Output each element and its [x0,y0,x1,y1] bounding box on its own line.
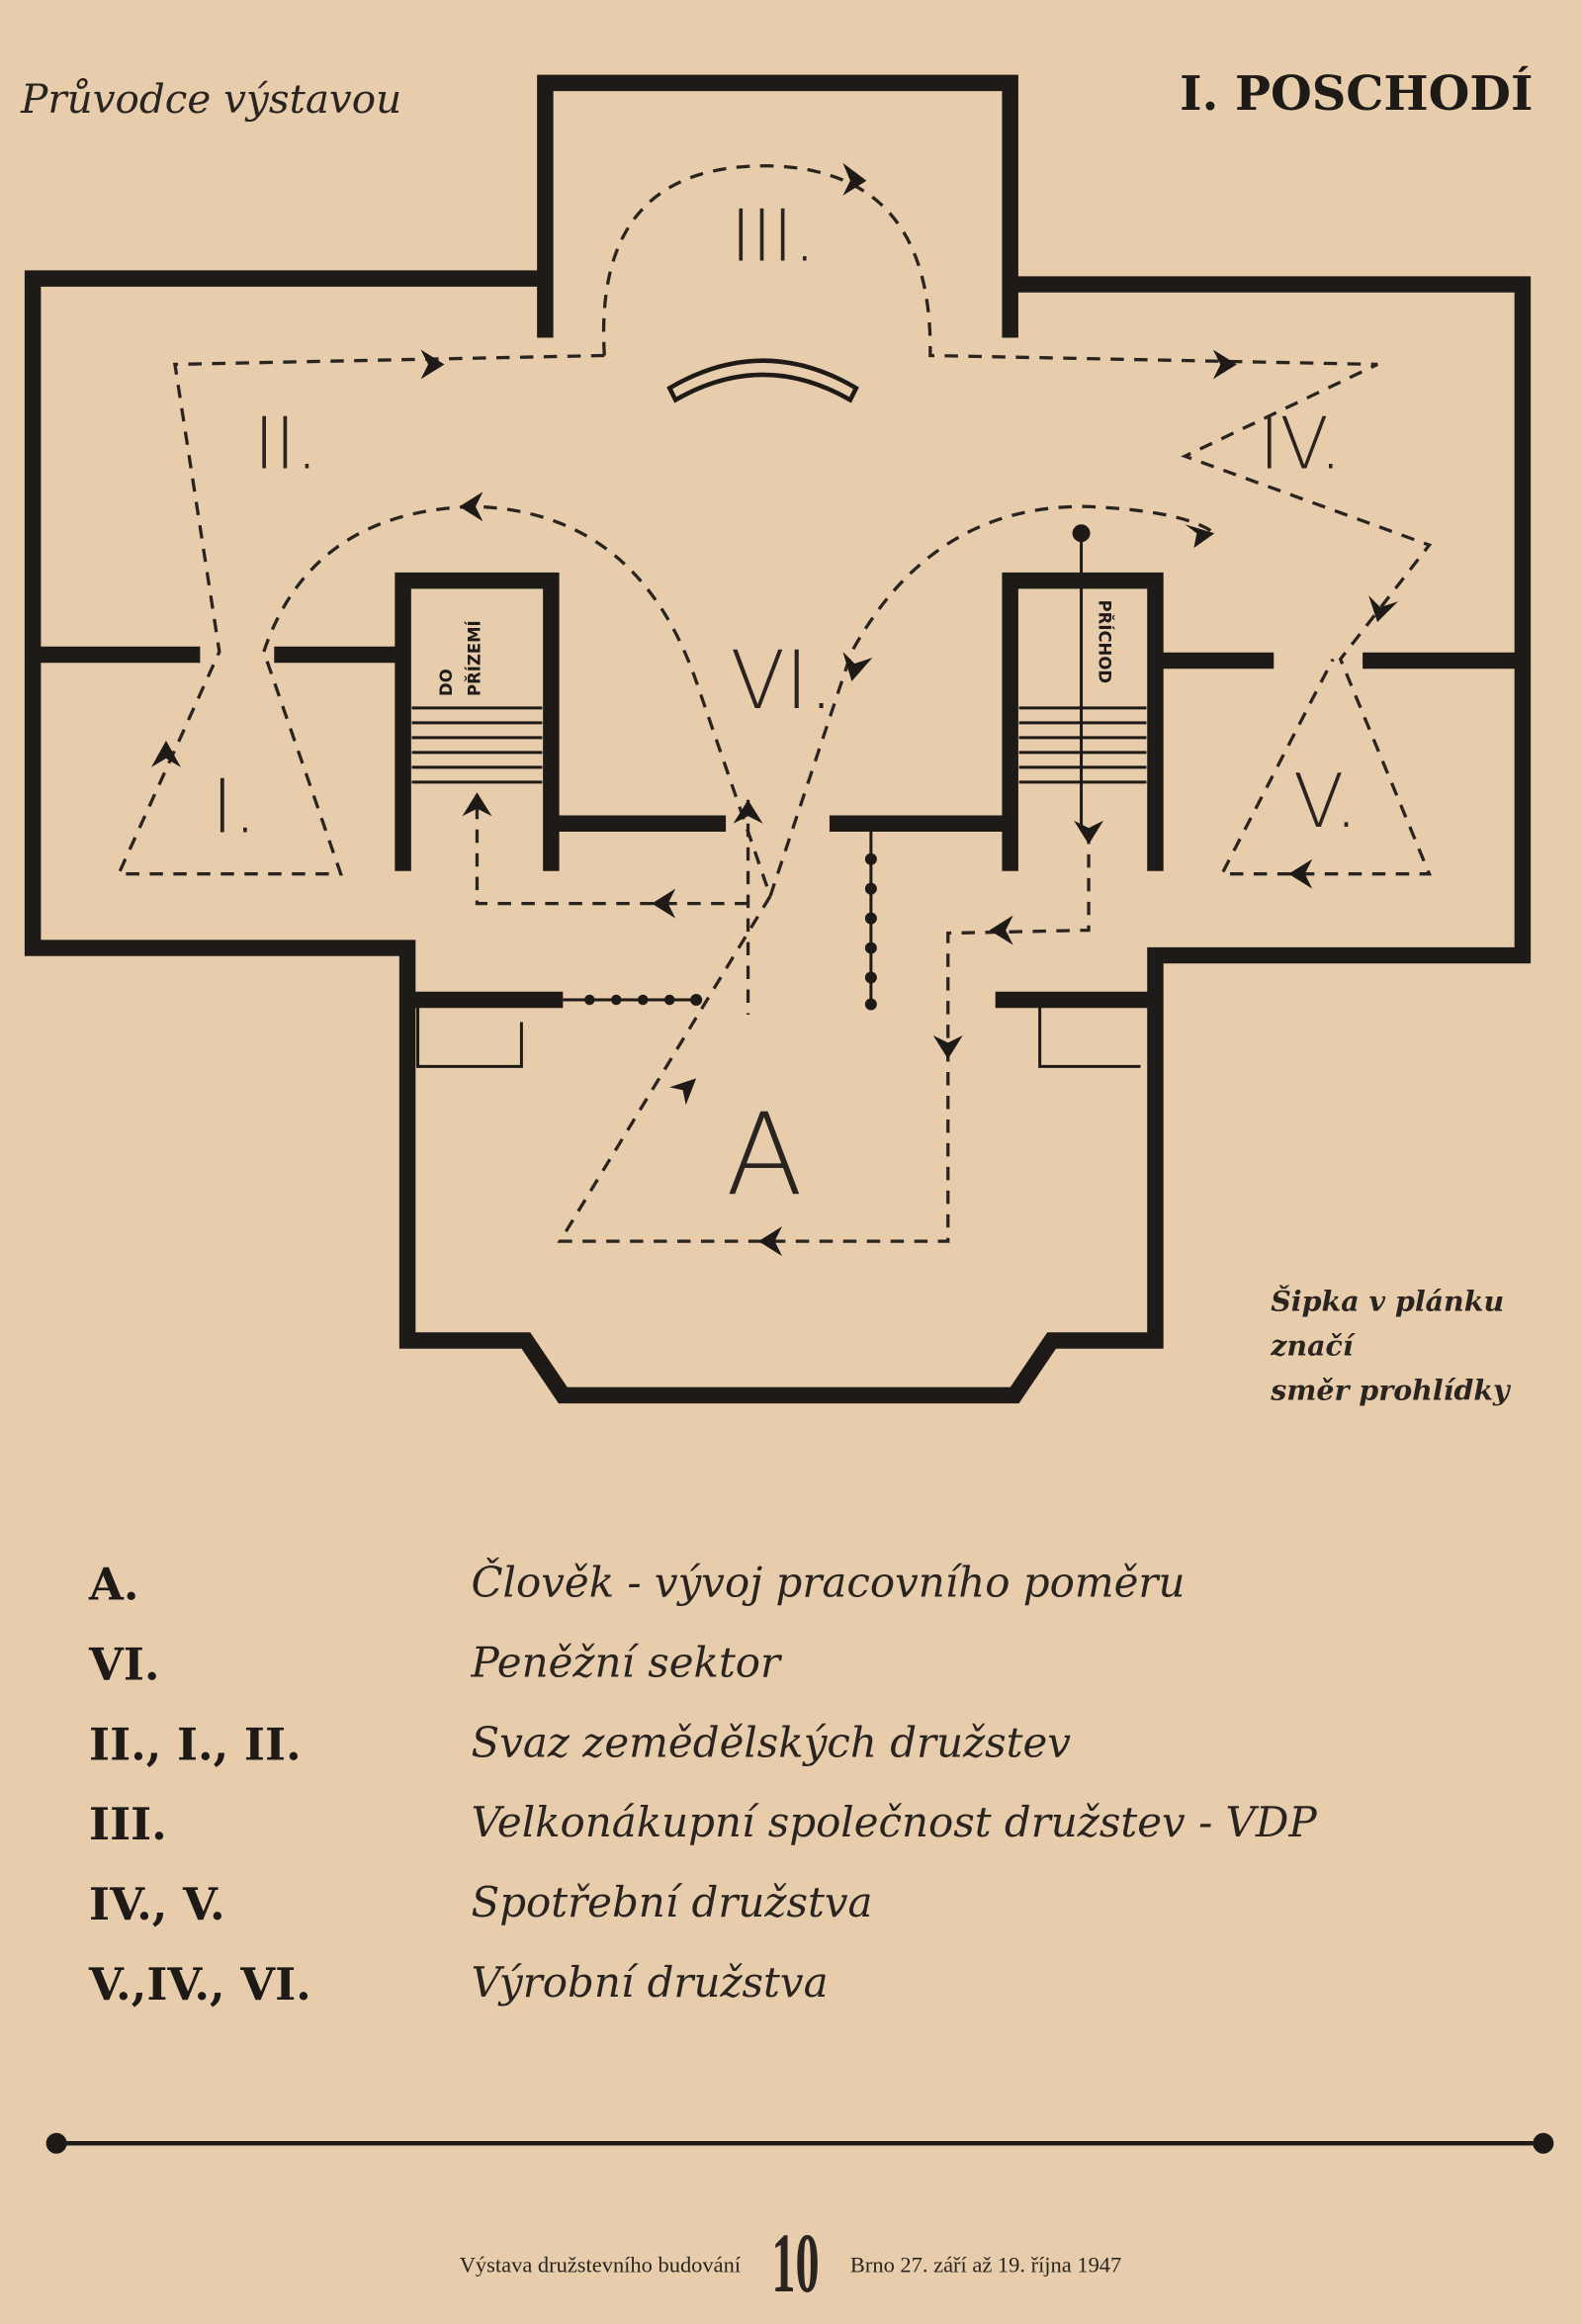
legend-description: Svaz zemědělských družstev [471,1718,1071,1766]
floor-title: I. POSCHODÍ [1180,65,1533,122]
legend-description: Spotřební družstva [471,1878,872,1926]
counter-left [416,1007,523,1068]
floor-plan: DO PŘÍZEMÍ PŘÍCHOD [24,74,1532,1404]
outer-walls [24,74,1532,1404]
room-label-iv: IV. [1259,402,1342,485]
tour-route [116,164,1433,1243]
legend-description: Člověk - vývoj pracovního poměru [471,1559,1185,1607]
legend-code: IV., V. [89,1878,225,1930]
footer-left: Výstava družstevního budování [460,2253,741,2278]
page-number: 10 [771,2217,819,2311]
room-label-a: A [726,1089,803,1220]
legend-code: V.,IV., VI. [88,1958,311,2011]
legend-code: A. [88,1559,139,1611]
legend-description: Peněžní sektor [470,1638,783,1686]
stair-label-entrance: PŘÍCHOD [1096,600,1114,683]
room-label-iii: III. [731,195,816,278]
divider-rule [45,2132,1554,2154]
legend-code: VI. [88,1638,160,1690]
stairs-right [1018,706,1147,784]
note-line: směr prohlídky [1270,1373,1512,1406]
room-label-vi: VI. [731,635,835,728]
curved-bench [666,358,859,403]
legend: A. Člověk - vývoj pracovního poměru VI. … [88,1559,1317,2011]
direction-arrows [150,162,1399,1257]
room-label-i: I. [212,763,257,850]
guide-title: Průvodce výstavou [20,75,401,123]
stair-label-down-2: PŘÍZEMÍ [465,620,483,696]
stairs-left [411,706,543,784]
legend-code: III. [89,1798,167,1850]
room-label-ii: II. [254,402,318,485]
legend-description: Výrobní družstva [471,1958,828,2007]
room-label-v: V. [1293,758,1358,845]
legend-code: II., I., II. [89,1718,302,1770]
rope-barriers [563,524,1091,1011]
note-line: značí [1270,1328,1357,1362]
note-line: Šipka v plánku [1271,1285,1504,1318]
counter-right [1038,1007,1141,1068]
stair-label-down-1: DO [437,669,456,696]
footer-right: Brno 27. září až 19. října 1947 [850,2253,1121,2278]
legend-description: Velkonákupní společnost družstev - VDP [471,1798,1317,1846]
route-note: Šipka v plánku značí směr prohlídky [1270,1285,1512,1407]
